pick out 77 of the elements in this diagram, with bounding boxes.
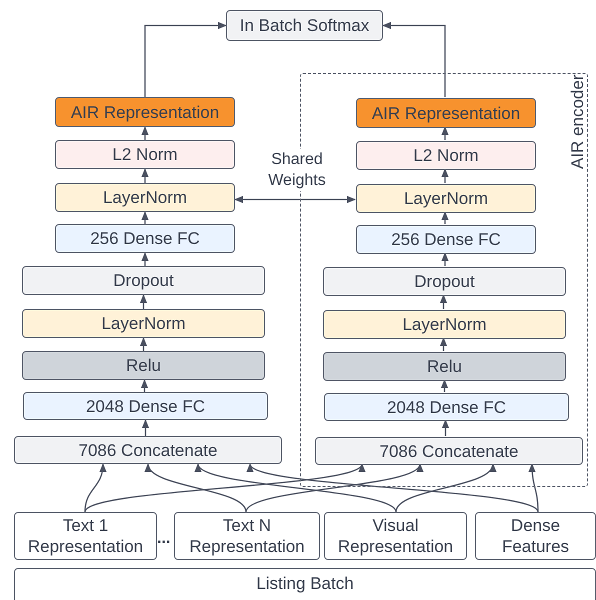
arrow (84, 463, 363, 512)
arrow (249, 463, 538, 512)
layer-box (23, 392, 268, 420)
node-label: 256 Dense FC (90, 228, 200, 249)
layer-box (356, 225, 536, 254)
arrow (440, 337, 448, 351)
node-label: Dropout (113, 270, 174, 291)
arrow (440, 379, 448, 392)
node-label: Relu (126, 355, 161, 376)
arrow (441, 252, 449, 266)
node-label: Dropout (414, 271, 475, 292)
layer-box (356, 184, 536, 213)
node-label: LayerNorm (101, 313, 186, 334)
arrow (197, 463, 397, 512)
node-label: L2 Norm (112, 144, 178, 165)
node-label: In Batch Softmax (240, 15, 370, 36)
norm-box (55, 140, 235, 169)
arrow (141, 252, 149, 266)
node-label: Listing Batch (256, 573, 354, 594)
layer-box (323, 267, 566, 296)
arrow (140, 379, 148, 392)
group-title: AIR encoder (567, 74, 588, 169)
layer-box (323, 310, 566, 339)
node-label: LayerNorm (402, 314, 487, 335)
node-label: 2048 Dense FC (386, 396, 506, 418)
representation-box (55, 97, 235, 127)
node-label: LayerNorm (404, 188, 488, 209)
arrow (440, 294, 448, 309)
arrow (528, 463, 539, 512)
node-label: LayerNorm (102, 187, 188, 208)
node-label: Text N Representation (188, 515, 306, 557)
batch-box (14, 568, 596, 600)
norm-box (356, 141, 536, 170)
node-label: 7086 Concatenate (380, 440, 518, 462)
arrow (141, 126, 149, 140)
arrow (234, 196, 356, 204)
input-box (324, 512, 467, 560)
node-label: Visual Representation (336, 515, 454, 557)
input-box (14, 512, 157, 560)
node-label: Dense Features (500, 515, 570, 557)
layer-box (55, 224, 235, 253)
representation-box (356, 98, 536, 128)
layer-box (22, 351, 265, 380)
arrow (441, 211, 449, 224)
arrow (140, 294, 148, 309)
arrow (142, 419, 150, 436)
arrow (144, 22, 227, 97)
input-box (475, 512, 596, 560)
arrow (84, 463, 106, 512)
layer-box (323, 352, 566, 381)
arrow (441, 168, 449, 183)
arrow (395, 463, 494, 512)
node-label: AIR Representation (372, 102, 520, 124)
node-label: 256 Dense FC (391, 229, 501, 250)
arrow (245, 463, 421, 512)
arrow (147, 463, 247, 512)
input-box (174, 512, 320, 560)
softmax-box (226, 10, 383, 41)
node-label: Text 1 Representation (26, 515, 144, 557)
node-label: Relu (427, 356, 462, 377)
node-label: 7086 Concatenate (78, 440, 218, 460)
node-label: L2 Norm (413, 145, 479, 166)
arrow (441, 126, 449, 140)
arrow (140, 337, 148, 351)
arrow (442, 419, 450, 436)
layer-box (22, 266, 265, 295)
concatenate-box (315, 437, 583, 465)
arrow (382, 22, 446, 97)
layer-box (55, 183, 235, 212)
arrow (141, 211, 149, 224)
node-label: 2048 Dense FC (86, 396, 206, 416)
arrow (141, 168, 149, 183)
ellipsis-label: ... (157, 530, 170, 548)
layer-box (22, 309, 265, 338)
concatenate-box (14, 436, 282, 464)
node-label: AIR Representation (70, 102, 220, 122)
layer-box (324, 393, 569, 421)
